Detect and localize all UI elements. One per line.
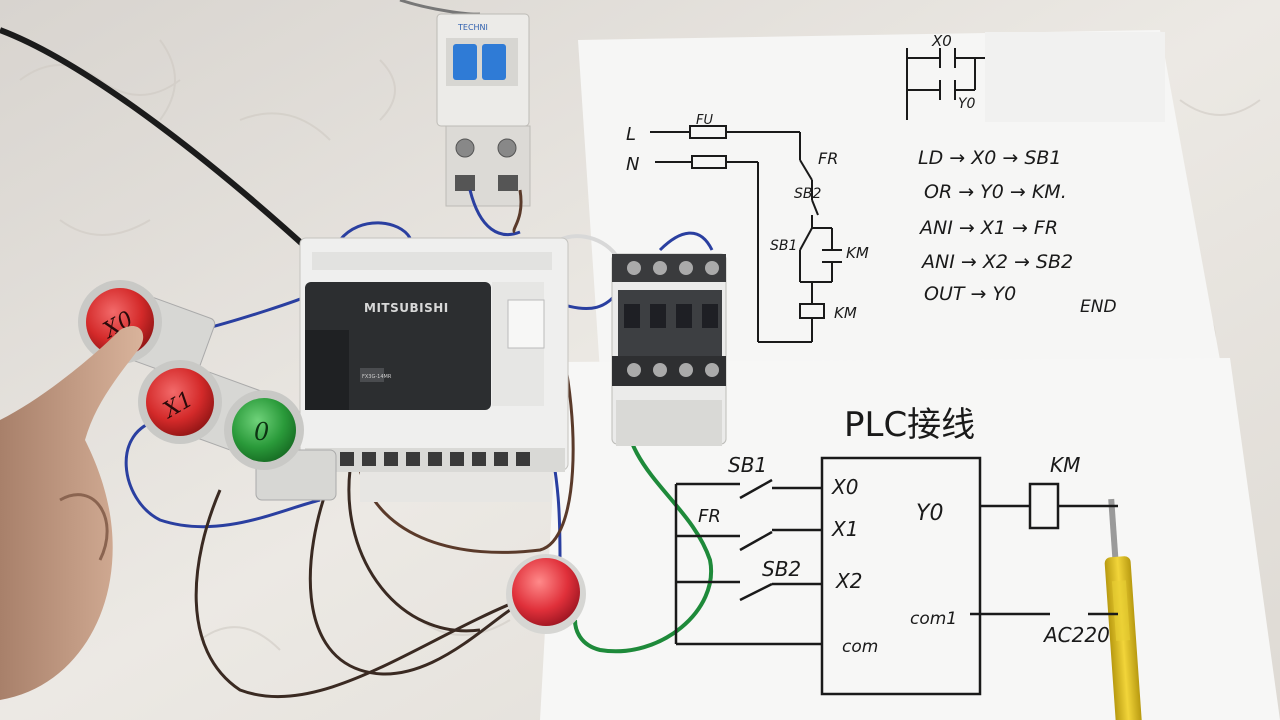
contactor bbox=[611, 253, 727, 446]
breaker-brand: TECHNI bbox=[457, 23, 488, 32]
coil-km-label: KM bbox=[1050, 453, 1080, 477]
circuit-breaker bbox=[436, 13, 531, 207]
instruction-1: LD → X0 → SB1 bbox=[918, 147, 1062, 169]
label-sb1: SB1 bbox=[770, 238, 797, 254]
control-circuit bbox=[650, 125, 842, 343]
instruction-end: END bbox=[1080, 297, 1117, 317]
label-fu: FU bbox=[696, 113, 713, 128]
indicator-lamp bbox=[506, 554, 586, 634]
com-terminal: com bbox=[842, 637, 878, 657]
label-l: L bbox=[626, 124, 636, 145]
button-green-mark: 0 bbox=[254, 418, 269, 446]
label-km-contact: KM bbox=[846, 244, 869, 262]
label-sb2: SB2 bbox=[794, 186, 821, 202]
test-screwdriver bbox=[1104, 498, 1142, 720]
com1-terminal: com1 bbox=[910, 609, 957, 629]
pointing-hand bbox=[0, 325, 144, 700]
paper-sheet-bottom bbox=[540, 358, 1280, 720]
ladder-diagram bbox=[906, 48, 985, 120]
instruction-2: OR → Y0 → KM. bbox=[924, 181, 1067, 203]
plc-unit bbox=[299, 237, 569, 502]
plc-wiring-diagram bbox=[674, 456, 1118, 696]
input-x1-terminal: X1 bbox=[831, 517, 858, 541]
instruction-list: LD → X0 → SB1 OR → Y0 → KM. ANI → X1 → F… bbox=[918, 147, 1117, 317]
power-cable bbox=[0, 27, 323, 263]
instruction-5: OUT → Y0 bbox=[924, 283, 1016, 305]
input-x2-terminal: X2 bbox=[835, 569, 862, 593]
input-fr-label: FR bbox=[698, 506, 721, 527]
input-x0-terminal: X0 bbox=[831, 475, 858, 499]
input-sb2-label: SB2 bbox=[762, 557, 801, 581]
label-fr: FR bbox=[818, 149, 838, 168]
label-km-coil: KM bbox=[834, 304, 857, 322]
push-button-green[interactable]: 0 bbox=[224, 390, 337, 501]
input-sb1-label: SB1 bbox=[728, 453, 767, 477]
instruction-3: ANI → X1 → FR bbox=[918, 217, 1058, 239]
label-n: N bbox=[626, 154, 639, 175]
ladder-contact-x0: X0 bbox=[931, 32, 952, 50]
supply-label: AC220 bbox=[1042, 623, 1110, 647]
output-y0-terminal: Y0 bbox=[916, 501, 943, 526]
wiring-title: PLC接线 bbox=[844, 405, 975, 445]
ladder-contact-y0: Y0 bbox=[958, 96, 976, 112]
paper-overlay-top bbox=[985, 32, 1165, 122]
plc-model: FX3G-14MR bbox=[362, 374, 392, 380]
instruction-4: ANI → X2 → SB2 bbox=[920, 251, 1073, 273]
plc-brand: MITSUBISHI bbox=[364, 301, 449, 315]
